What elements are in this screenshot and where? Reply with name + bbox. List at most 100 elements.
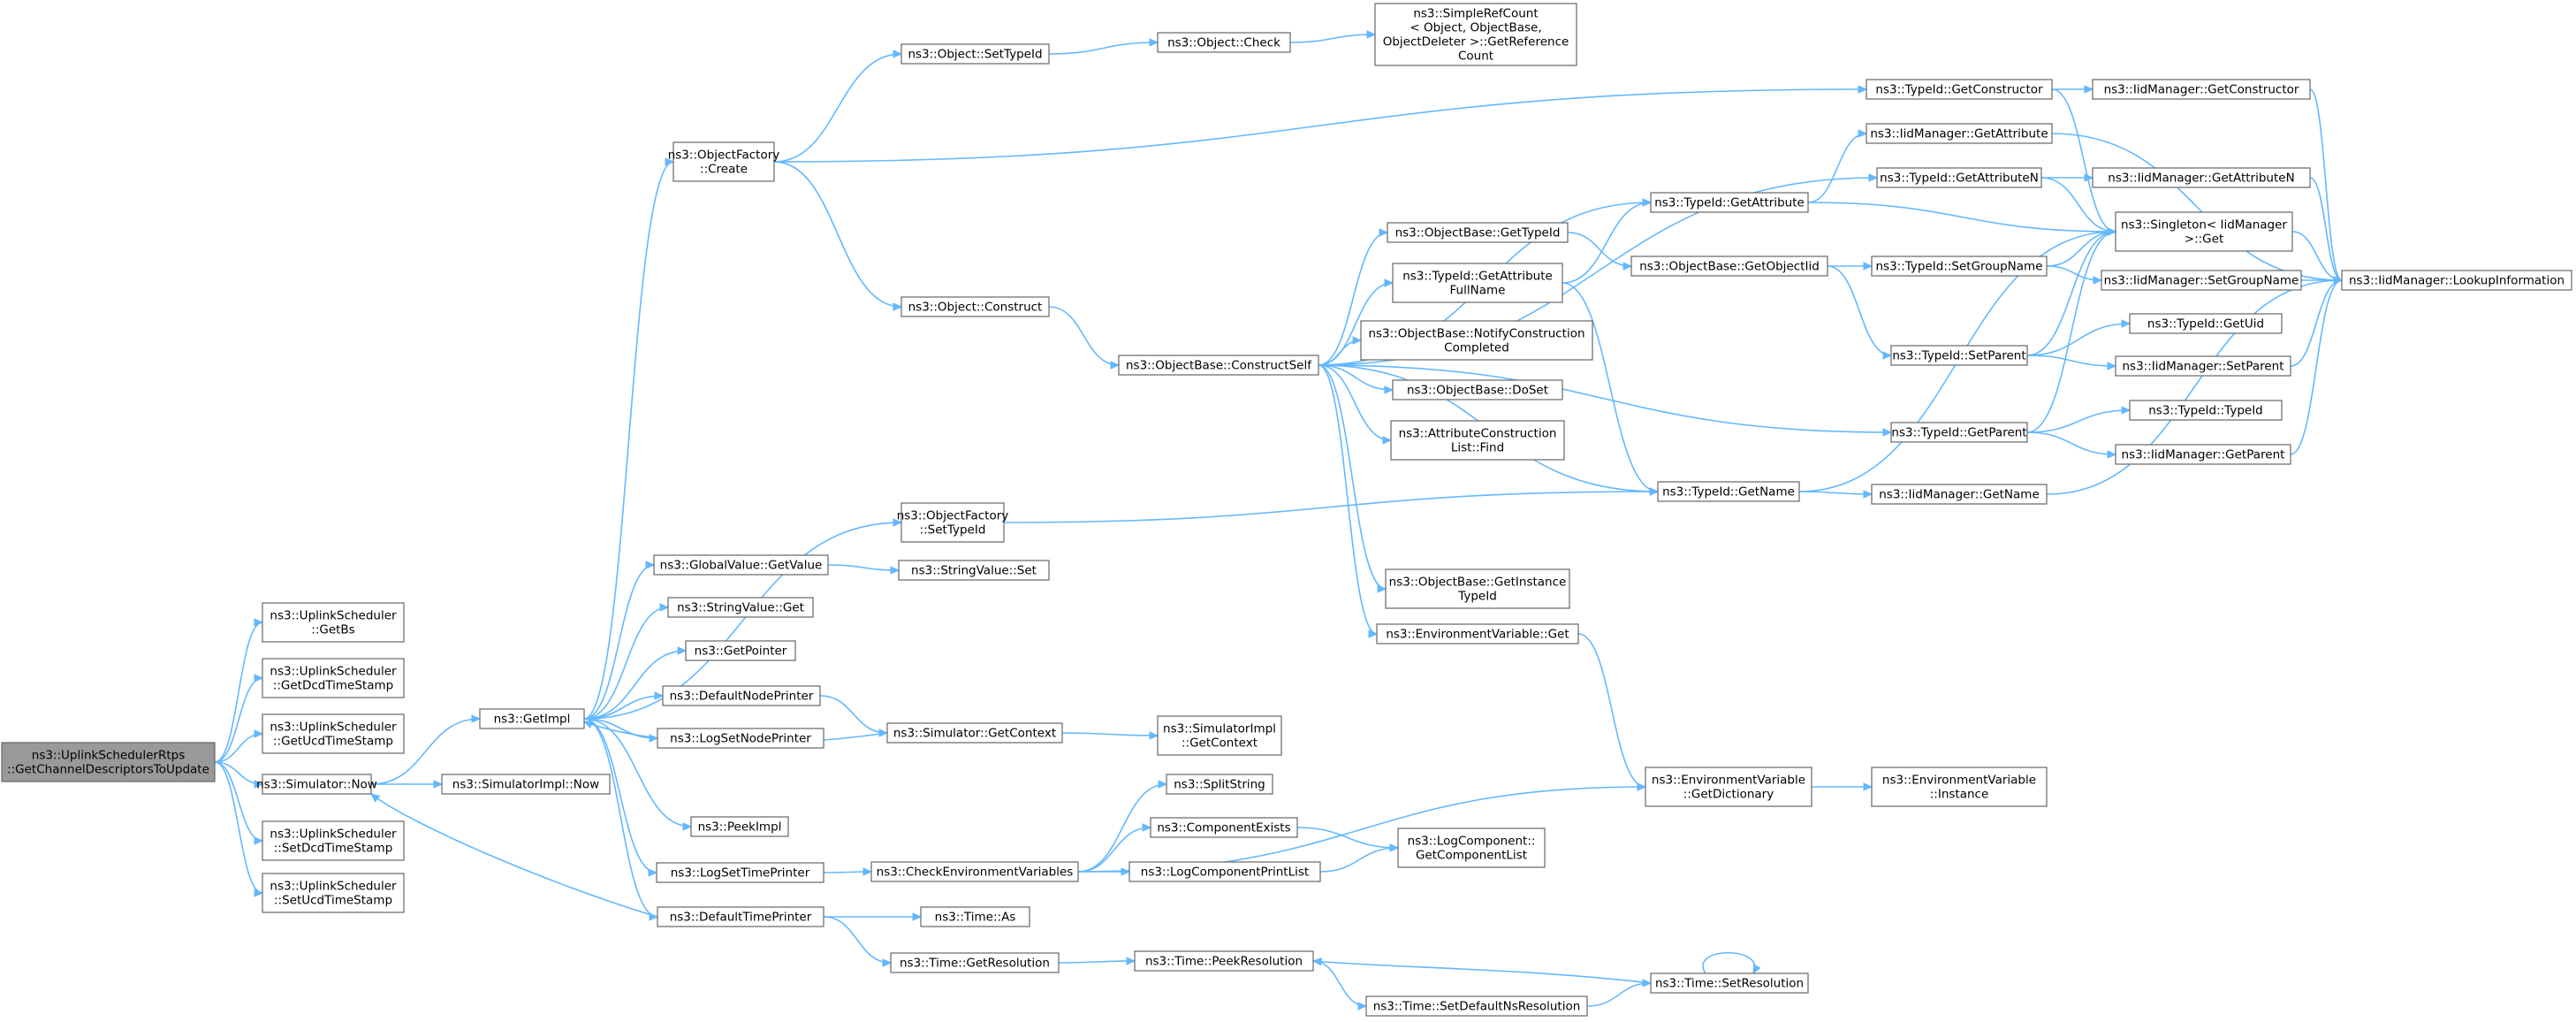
node-label: ns3::TypeId::SetParent	[1892, 348, 2025, 362]
edge-tidGetAttrFullName-to-tidGetName	[1562, 282, 1660, 496]
node-iidGetName[interactable]: ns3::IidManager::GetName	[1871, 484, 2048, 505]
node-envInstance[interactable]: ns3::EnvironmentVariable::Instance	[1871, 766, 2048, 807]
node-simpleRefCount[interactable]: ns3::SimpleRefCount< Object, ObjectBase,…	[1374, 3, 1577, 66]
node-tidGetAttributeN[interactable]: ns3::TypeId::GetAttributeN	[1876, 167, 2042, 188]
call-graph-nodes: ns3::UplinkSchedulerRtps::GetChannelDesc…	[1, 3, 2572, 1017]
node-box	[2115, 211, 2293, 252]
edge-tidGetConstructor-to-iidGetConstructor	[2052, 85, 2094, 94]
node-tidSetGroupName[interactable]: ns3::TypeId::SetGroupName	[1871, 256, 2048, 277]
node-iidGetAttributeN[interactable]: ns3::IidManager::GetAttributeN	[2092, 167, 2311, 188]
node-timeSetDefNsRes[interactable]: ns3::Time::SetDefaultNsResolution	[1365, 995, 1588, 1017]
node-box	[1360, 320, 1593, 361]
node-iidGetConstructor[interactable]: ns3::IidManager::GetConstructor	[2092, 79, 2311, 100]
node-compExists[interactable]: ns3::ComponentExists	[1150, 817, 1298, 838]
node-tidGetName[interactable]: ns3::TypeId::GetName	[1657, 481, 1800, 502]
edge-root-to-setUcd	[214, 761, 264, 897]
node-box	[667, 597, 814, 618]
node-box	[2092, 79, 2311, 100]
node-obGetObjectIid[interactable]: ns3::ObjectBase::GetObjectIid	[1630, 256, 1828, 277]
node-label: ns3::SimulatorImpl::Now	[452, 777, 599, 791]
node-splitString[interactable]: ns3::SplitString	[1166, 774, 1273, 795]
node-iidGetAttribute[interactable]: ns3::IidManager::GetAttribute	[1866, 123, 2053, 144]
node-tidGetConstructor[interactable]: ns3::TypeId::GetConstructor	[1866, 79, 2053, 100]
node-label: ns3::LogComponent::	[1408, 834, 1536, 848]
node-label: ns3::TypeId::SetGroupName	[1875, 259, 2042, 273]
edge-root-to-setDcd	[214, 761, 264, 845]
node-tidGetUid[interactable]: ns3::TypeId::GetUid	[2129, 313, 2283, 334]
edge-compExists-to-logCompGetList	[1296, 827, 1400, 852]
node-simNow[interactable]: ns3::Simulator::Now	[256, 774, 377, 795]
node-simImplGetContext[interactable]: ns3::SimulatorImpl::GetContext	[1157, 715, 1282, 756]
node-timePeekRes[interactable]: ns3::Time::PeekResolution	[1134, 950, 1314, 972]
node-objCheck[interactable]: ns3::Object::Check	[1157, 32, 1291, 53]
edge-checkEnv-to-splitString	[1077, 780, 1168, 873]
node-objConstruct[interactable]: ns3::Object::Construct	[900, 296, 1050, 317]
node-label: TypeId	[1457, 589, 1497, 603]
node-envGetDict[interactable]: ns3::EnvironmentVariable::GetDictionary	[1645, 766, 1812, 807]
node-getPointer[interactable]: ns3::GetPointer	[685, 640, 796, 661]
node-getBs[interactable]: ns3::UplinkScheduler::GetBs	[262, 602, 405, 643]
node-logSetNodePrinter[interactable]: ns3::LogSetNodePrinter	[657, 728, 824, 749]
edge-obConstructSelf-to-attrConstrFind	[1318, 364, 1393, 445]
node-label: ns3::ObjectBase::GetObjectIid	[1639, 259, 1820, 273]
node-obNotifyConstr[interactable]: ns3::ObjectBase::NotifyConstructionCompl…	[1360, 320, 1593, 361]
node-box	[657, 906, 824, 927]
node-box	[1365, 995, 1588, 1017]
node-iidSetParent[interactable]: ns3::IidManager::SetParent	[2115, 355, 2291, 377]
node-iidSetGroupName[interactable]: ns3::IidManager::SetGroupName	[2101, 270, 2302, 291]
node-label: ::Instance	[1930, 787, 1989, 801]
node-box	[1385, 568, 1570, 609]
node-tidTypeId[interactable]: ns3::TypeId::TypeId	[2129, 400, 2283, 421]
node-timeAs[interactable]: ns3::Time::As	[920, 906, 1030, 927]
node-label: ns3::DefaultTimePrinter	[670, 910, 812, 924]
node-ofSetTypeId[interactable]: ns3::ObjectFactory::SetTypeId	[897, 502, 1009, 543]
node-tidSetParent[interactable]: ns3::TypeId::SetParent	[1890, 345, 2028, 366]
node-box	[870, 861, 1079, 882]
node-singletonGet[interactable]: ns3::Singleton< IidManager>::Get	[2115, 211, 2293, 252]
node-peekImpl[interactable]: ns3::PeekImpl	[690, 816, 789, 837]
node-logCompGetList[interactable]: ns3::LogComponent::GetComponentList	[1397, 828, 1546, 868]
node-iidGetParent[interactable]: ns3::IidManager::GetParent	[2115, 444, 2291, 465]
node-gvGetValue[interactable]: ns3::GlobalValue::GetValue	[653, 554, 829, 576]
node-timeGetRes[interactable]: ns3::Time::GetResolution	[890, 952, 1060, 973]
node-ofCreate[interactable]: ns3::ObjectFactory::Create	[668, 141, 780, 182]
node-label: GetComponentList	[1416, 848, 1527, 862]
edge-getImpl-to-ofSetTypeId	[583, 518, 903, 720]
node-label: ns3::Time::SetResolution	[1655, 976, 1804, 990]
node-setDcd[interactable]: ns3::UplinkScheduler::SetDcdTimeStamp	[262, 820, 405, 861]
node-getDcd[interactable]: ns3::UplinkScheduler::GetDcdTimeStamp	[262, 658, 405, 698]
node-logCompPrintList[interactable]: ns3::LogComponentPrintList	[1128, 861, 1321, 882]
node-svSet[interactable]: ns3::StringValue::Set	[898, 560, 1050, 581]
node-iidLookupInfo[interactable]: ns3::IidManager::LookupInformation	[2341, 270, 2572, 291]
node-label: ns3::UplinkScheduler	[270, 664, 397, 678]
node-getUcd[interactable]: ns3::UplinkScheduler::GetUcdTimeStamp	[262, 713, 405, 754]
node-defTimePrinter[interactable]: ns3::DefaultTimePrinter	[657, 906, 824, 927]
node-simGetContext[interactable]: ns3::Simulator::GetContext	[886, 722, 1063, 744]
node-tidGetAttribute[interactable]: ns3::TypeId::GetAttribute	[1650, 192, 1809, 213]
node-defNodePrinter[interactable]: ns3::DefaultNodePrinter	[662, 685, 821, 706]
edge-getImpl-to-peekImpl	[583, 718, 693, 831]
edge-ofCreate-to-objSetTypeId	[773, 50, 903, 163]
node-simImplNow[interactable]: ns3::SimulatorImpl::Now	[441, 774, 611, 795]
node-obDoSet[interactable]: ns3::ObjectBase::DoSet	[1392, 379, 1563, 400]
edge-defTimePrinter-to-timeGetRes	[823, 916, 893, 967]
node-obConstructSelf[interactable]: ns3::ObjectBase::ConstructSelf	[1118, 355, 1319, 376]
node-checkEnv[interactable]: ns3::CheckEnvironmentVariables	[870, 861, 1079, 882]
node-tidGetParent[interactable]: ns3::TypeId::GetParent	[1890, 422, 2028, 443]
node-obGetTypeId[interactable]: ns3::ObjectBase::GetTypeId	[1387, 222, 1569, 243]
node-getImpl[interactable]: ns3::GetImpl	[479, 708, 585, 729]
node-logSetTimePrinter[interactable]: ns3::LogSetTimePrinter	[656, 862, 824, 883]
node-svGet[interactable]: ns3::StringValue::Get	[667, 597, 814, 618]
edge-defNodePrinter-to-simGetContext	[819, 695, 889, 737]
node-setUcd[interactable]: ns3::UplinkScheduler::SetUcdTimeStamp	[262, 873, 405, 913]
edge-objConstruct-to-obConstructSelf	[1048, 306, 1121, 370]
node-root[interactable]: ns3::UplinkSchedulerRtps::GetChannelDesc…	[1, 742, 216, 782]
node-label: < Object, ObjectBase,	[1410, 20, 1541, 34]
node-timeSetRes[interactable]: ns3::Time::SetResolution	[1650, 972, 1809, 994]
node-envGet[interactable]: ns3::EnvironmentVariable::Get	[1376, 623, 1579, 644]
node-label: ns3::AttributeConstruction	[1399, 426, 1557, 440]
node-objSetTypeId[interactable]: ns3::Object::SetTypeId	[900, 43, 1050, 65]
